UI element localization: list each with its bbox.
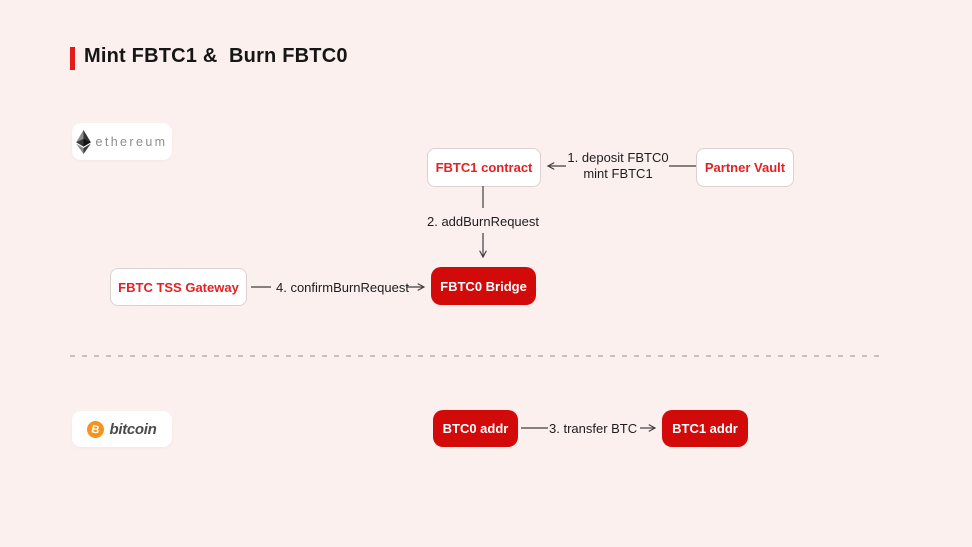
node-btc0-addr: BTC0 addr [433,410,518,447]
ethereum-network-badge: ethereum [72,123,172,160]
edge-label-step1: 1. deposit FBTC0 mint FBTC1 [558,150,678,182]
node-partner-vault: Partner Vault [696,148,794,187]
bitcoin-network-badge: B bitcoin [72,411,172,447]
ethereum-icon [76,129,92,154]
bitcoin-wordmark: bitcoin [109,420,157,438]
edge-label-step2: 2. addBurnRequest [426,214,540,229]
edge-label-step1-line2: mint FBTC1 [583,166,653,181]
node-fbtc-tss-gateway: FBTC TSS Gateway [110,268,247,306]
page-title: Mint FBTC1 & Burn FBTC0 [84,45,348,67]
node-fbtc1-contract: FBTC1 contract [427,148,541,187]
bitcoin-icon: B [85,418,107,440]
edge-label-step1-line1: 1. deposit FBTC0 [567,150,669,165]
ethereum-wordmark: ethereum [95,134,168,149]
edge-label-step3: 3. transfer BTC [549,421,638,436]
edge-label-step4: 4. confirmBurnRequest [276,280,409,295]
title-accent-bar [70,47,75,70]
node-btc1-addr: BTC1 addr [662,410,748,447]
node-fbtc0-bridge: FBTC0 Bridge [431,267,536,305]
